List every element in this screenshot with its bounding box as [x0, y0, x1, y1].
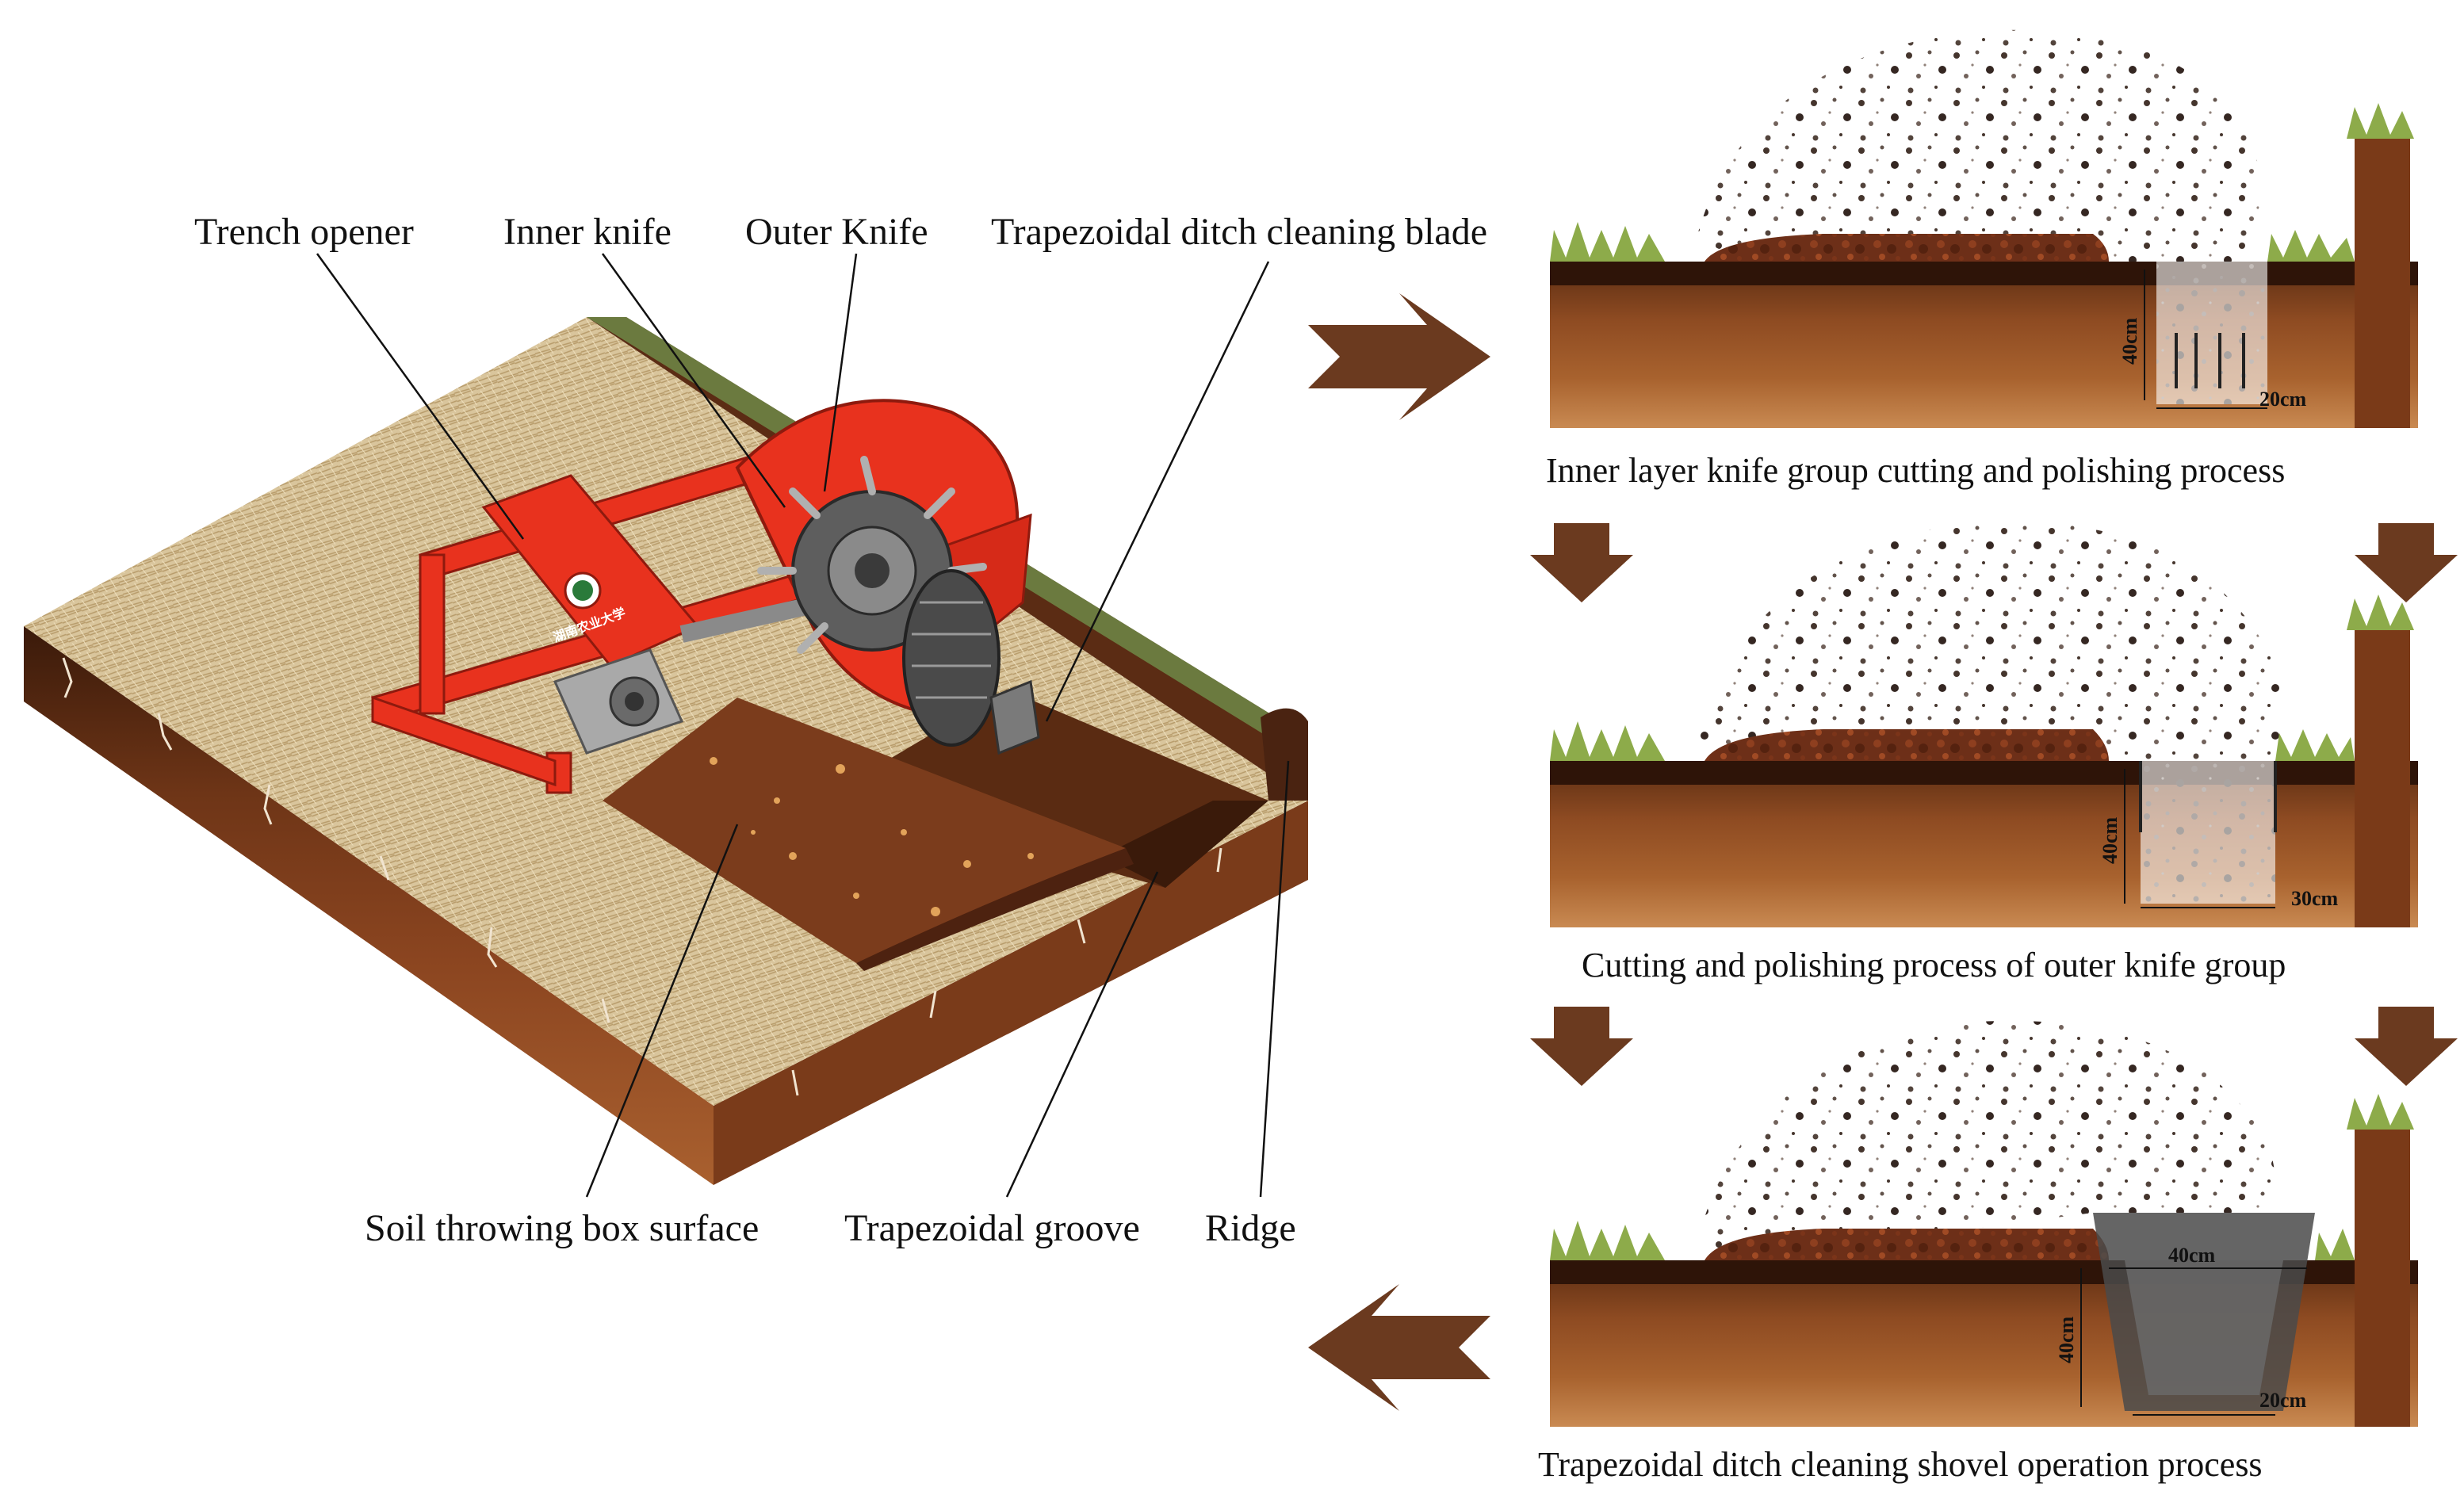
arrow-right-main — [1308, 293, 1490, 420]
label-trench-opener: Trench opener — [194, 211, 414, 253]
stage-1-soil-heap — [1705, 234, 2109, 262]
trapezoidal-ditch-blade — [989, 679, 1040, 755]
stage-1-trench-bg — [2156, 262, 2267, 404]
stage-1-grass-left — [1550, 222, 1665, 262]
stage-3-grass-ridge — [2347, 1094, 2414, 1130]
leader-lines — [316, 253, 1290, 1198]
stage-1-panel: 40cm 20cm Inner layer knife group cuttin… — [1546, 29, 2418, 490]
leader-ridge — [1259, 760, 1290, 1198]
stage-2-spray-cloud — [1697, 522, 2283, 761]
label-trapezoidal-groove: Trapezoidal groove — [844, 1207, 1140, 1249]
ground-block-front-face — [714, 801, 1308, 1185]
stage-3-top-width-label: 40cm — [2168, 1244, 2216, 1267]
stage-1-caption: Inner layer knife group cutting and poli… — [1546, 451, 2285, 490]
label-outer-knife: Outer Knife — [745, 211, 928, 253]
stage-1-dimensions — [2144, 270, 2267, 409]
disc-ribs — [912, 601, 991, 699]
stage-1-grass-mid — [2267, 230, 2355, 262]
stage-2-width-label: 30cm — [2291, 887, 2339, 910]
stage-1-ridge — [2355, 135, 2410, 428]
stage-2-topsoil — [1550, 761, 2418, 785]
stage-2-panel: 40cm 30cm Cutting and polishing process … — [1550, 522, 2418, 984]
stage-2-knives — [2139, 761, 2277, 832]
stage-3-depth-label: 40cm — [2055, 1316, 2078, 1363]
stage-1-knives — [2175, 333, 2245, 388]
arrow-down-2-right — [2355, 1007, 2458, 1086]
arrow-down-1-right — [2355, 523, 2458, 602]
flow-arrows — [1308, 293, 2458, 1411]
arrow-down-1-left — [1530, 523, 1633, 602]
ground-block-left-face — [24, 626, 714, 1185]
stage-3-panel: 40cm 40cm 20cm Trapezoidal ditch cleanin… — [1538, 1020, 2418, 1484]
roots — [62, 657, 1222, 1096]
leader-soil-box — [585, 824, 739, 1198]
leader-trench-opener — [316, 253, 525, 540]
stage-3-grass-left — [1550, 1221, 1665, 1260]
stage-3-caption: Trapezoidal ditch cleaning shovel operat… — [1538, 1445, 2263, 1484]
leader-outer-knife — [823, 253, 858, 492]
stage-1-grass-ridge — [2347, 103, 2414, 139]
stage-3-bottom-width-label: 20cm — [2259, 1389, 2307, 1412]
soil-throwing-pile — [603, 698, 1126, 963]
stage-2-dimensions — [2124, 769, 2275, 908]
stage-1-width-label: 20cm — [2259, 388, 2307, 411]
stage-2-soil — [1550, 761, 2418, 927]
soil-pile-edge — [856, 848, 1134, 971]
stage-2-trench-bg — [2141, 761, 2275, 904]
stage-2-depth-label: 40cm — [2099, 816, 2122, 864]
stage-3-spray-cloud — [1697, 1020, 2275, 1260]
arrow-down-2-left — [1530, 1007, 1633, 1086]
arrow-left-main — [1308, 1284, 1490, 1411]
soil-pile-pebbles — [710, 757, 1034, 916]
stage-2-caption: Cutting and polishing process of outer k… — [1582, 946, 2286, 984]
label-trapezoidal-blade: Trapezoidal ditch cleaning blade — [991, 211, 1487, 253]
leader-trapezoidal-blade — [1045, 261, 1270, 722]
machine-illustration: 湖南农业大学 — [24, 211, 1487, 1249]
stage-2-ridge — [2355, 626, 2410, 927]
university-logo — [564, 572, 602, 610]
leader-groove — [1005, 871, 1159, 1198]
outer-knife-disc — [902, 569, 1001, 747]
stage-2-grass-left — [1550, 721, 1665, 761]
gearbox — [553, 648, 684, 755]
machine-frame — [371, 442, 818, 794]
stage-3-shovel-inner — [2125, 1260, 2283, 1395]
stage-1-soil — [1550, 262, 2418, 428]
stage-3-grass-mid — [2315, 1229, 2355, 1260]
stage-1-topsoil — [1550, 262, 2418, 285]
label-soil-throwing-box: Soil throwing box surface — [365, 1207, 759, 1249]
ridge-mound — [1261, 708, 1308, 801]
stage-2-grass-mid — [2275, 729, 2355, 761]
trench-floor — [1102, 801, 1268, 888]
label-inner-knife: Inner knife — [503, 211, 671, 253]
stage-3-dimensions — [2080, 1267, 2307, 1416]
leader-inner-knife — [601, 253, 786, 508]
stage-3-ridge — [2355, 1126, 2410, 1427]
stage-2-grass-ridge — [2347, 594, 2414, 630]
label-ridge: Ridge — [1205, 1207, 1296, 1249]
stage-1-depth-label: 40cm — [2118, 317, 2141, 365]
stage-2-soil-heap — [1705, 729, 2109, 761]
stage-3-soil-heap — [1705, 1229, 2109, 1260]
